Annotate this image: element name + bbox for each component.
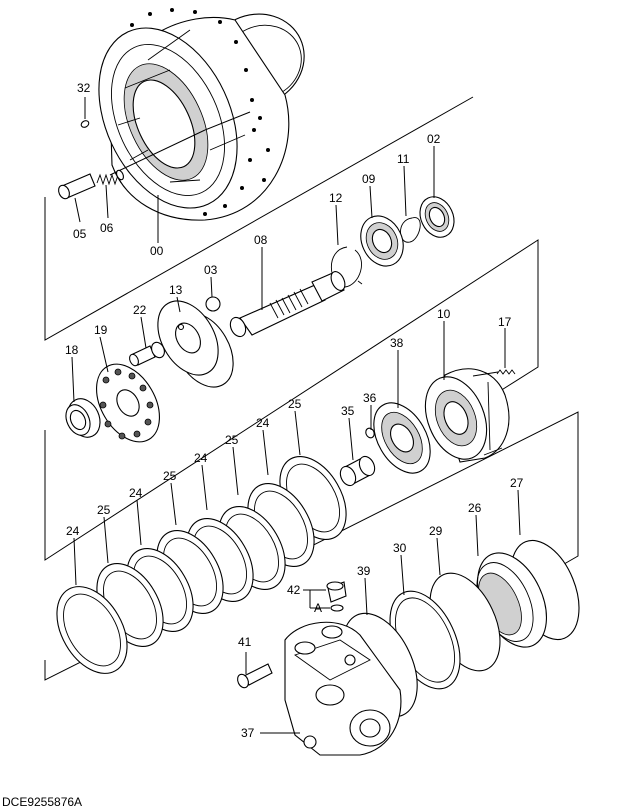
callout-letter: A (314, 601, 322, 615)
part-label[interactable]: 24 (129, 486, 143, 500)
part-label[interactable]: 42 (287, 583, 301, 597)
part-label[interactable]: 24 (256, 416, 270, 430)
part-labels: 32 05 06 00 02 11 09 12 03 08 13 22 10 1… (65, 81, 524, 740)
plug-05-part[interactable] (57, 173, 96, 200)
pin-22-part[interactable] (128, 340, 167, 367)
part-label[interactable]: 05 (73, 227, 87, 241)
spring-06-part[interactable] (96, 169, 125, 186)
part-label[interactable]: 06 (100, 221, 114, 235)
section-frames (44, 96, 579, 681)
hub-housing-part[interactable] (72, 0, 320, 230)
thrust-plate-13-part[interactable] (145, 290, 245, 397)
part-label[interactable]: 18 (65, 343, 79, 357)
plate-stack[interactable] (43, 445, 360, 686)
ball-03-part[interactable] (205, 296, 221, 312)
part-label[interactable]: 26 (468, 501, 482, 515)
part-label[interactable]: 41 (238, 635, 252, 649)
drawing-code: DCE9255876A (2, 795, 82, 809)
ring-18-part[interactable] (61, 394, 106, 443)
part-label[interactable]: 25 (163, 469, 177, 483)
part-label[interactable]: 32 (77, 81, 91, 95)
leader-lines (71, 97, 521, 734)
screw-17-part[interactable] (496, 369, 516, 375)
part-label[interactable]: 02 (427, 132, 441, 146)
cylinder-block-10-part[interactable] (414, 368, 510, 469)
part-label[interactable]: 25 (97, 503, 111, 517)
pin-36-part[interactable] (364, 427, 375, 439)
part-label[interactable]: 22 (133, 303, 147, 317)
retainer-plate-19-part[interactable] (84, 353, 173, 453)
pin-32-part[interactable] (80, 119, 90, 128)
bearing-09-part[interactable] (353, 209, 411, 273)
part-label[interactable]: 25 (288, 397, 302, 411)
bolt-41-part[interactable] (236, 663, 273, 689)
valve-plate-38-part[interactable] (362, 393, 442, 483)
part-label[interactable]: 19 (94, 323, 108, 337)
part-label[interactable]: 24 (194, 451, 208, 465)
plug-42-part[interactable] (326, 581, 347, 612)
part-label[interactable]: 30 (393, 541, 407, 555)
part-label[interactable]: 24 (66, 524, 80, 538)
part-label[interactable]: 10 (437, 307, 451, 321)
part-label[interactable]: 08 (254, 233, 268, 247)
part-label[interactable]: 25 (225, 433, 239, 447)
part-label[interactable]: 13 (169, 283, 183, 297)
part-label[interactable]: 11 (397, 152, 410, 166)
snap-ring-11-part[interactable] (400, 217, 421, 243)
part-label[interactable]: 35 (341, 404, 355, 418)
part-label[interactable]: 38 (390, 336, 404, 350)
needle-bearing-35-part[interactable] (337, 454, 377, 488)
part-label[interactable]: 36 (363, 391, 377, 405)
part-label[interactable]: 09 (362, 172, 376, 186)
part-label[interactable]: 00 (150, 244, 164, 258)
shaft-08-part[interactable] (227, 269, 347, 339)
seal-02-part[interactable] (414, 191, 461, 243)
part-label[interactable]: 17 (498, 315, 512, 329)
part-label[interactable]: 27 (510, 476, 524, 490)
part-label[interactable]: 37 (241, 726, 255, 740)
part-label[interactable]: 12 (329, 191, 343, 205)
part-label[interactable]: 03 (204, 263, 218, 277)
part-label[interactable]: 39 (357, 564, 371, 578)
motor-cover-37-part[interactable] (284, 621, 402, 756)
part-label[interactable]: 29 (429, 524, 443, 538)
